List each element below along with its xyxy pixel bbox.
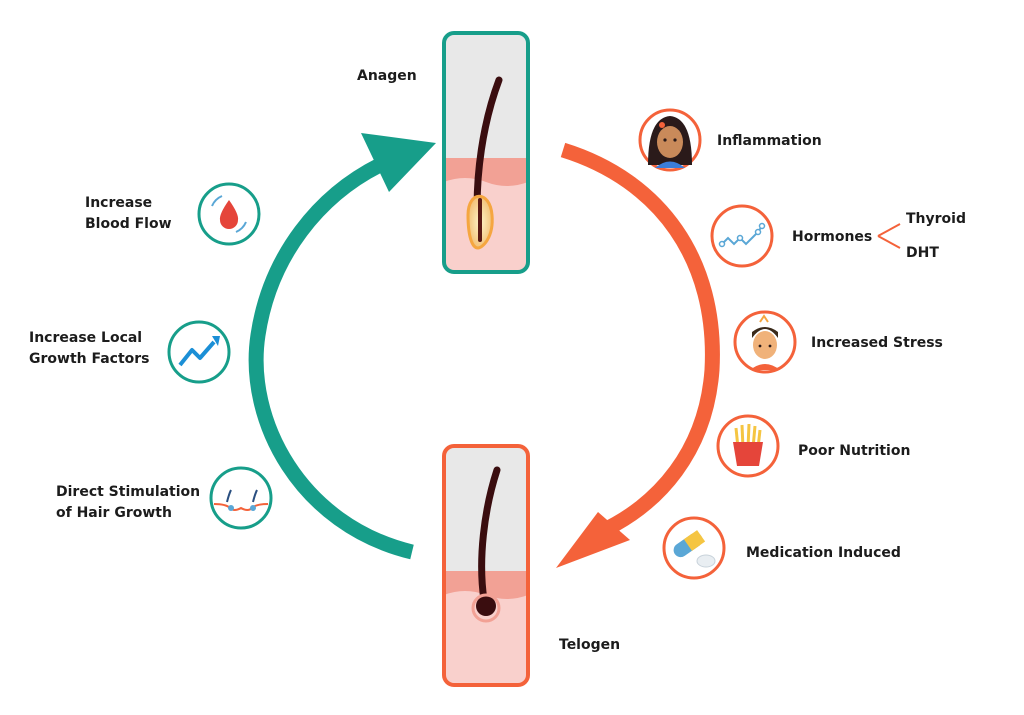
blood-flow-label-line2: Blood Flow <box>85 216 172 232</box>
stimulation-label-line2: of Hair Growth <box>56 505 172 521</box>
regrowth-arc <box>248 158 414 560</box>
shedding-arc <box>560 142 720 540</box>
nutrition-label: Poor Nutrition <box>798 443 911 459</box>
dht-label: DHT <box>906 245 939 261</box>
blood-flow-label-line1: Increase <box>85 195 153 211</box>
thyroid-label: Thyroid <box>906 211 966 227</box>
growth-arrow-icon <box>167 320 231 384</box>
anagen-follicle <box>442 31 530 274</box>
woman-face-icon <box>638 108 702 172</box>
medication-label: Medication Induced <box>746 545 901 561</box>
regrowth-arrowhead <box>361 133 436 192</box>
anagen-label: Anagen <box>357 68 417 84</box>
hair-follicles-icon <box>209 466 273 530</box>
stress-label: Increased Stress <box>811 335 943 351</box>
telogen-follicle <box>442 444 530 687</box>
inflammation-label: Inflammation <box>717 133 822 149</box>
shedding-arrowhead <box>556 512 630 568</box>
stressed-man-icon <box>733 310 797 374</box>
telogen-label: Telogen <box>559 637 621 653</box>
pills-icon <box>662 516 726 580</box>
growth-factors-label-line2: Growth Factors <box>29 351 150 367</box>
hormones-branch <box>877 223 901 249</box>
french-fries-icon <box>716 414 780 478</box>
hormones-label: Hormones <box>792 229 873 245</box>
stimulation-label-line1: Direct Stimulation <box>56 484 201 500</box>
blood-drop-cycle-icon <box>197 182 261 246</box>
molecule-icon <box>710 204 774 268</box>
growth-factors-label-line1: Increase Local <box>29 330 143 346</box>
